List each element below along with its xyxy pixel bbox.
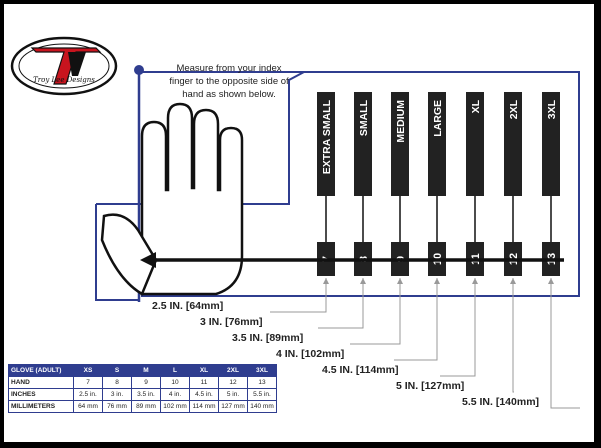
- table-cell: 8: [102, 376, 132, 389]
- measure-guide-dot: [134, 65, 144, 75]
- measure-label: 3 IN. [76mm]: [200, 316, 262, 328]
- size-columns: EXTRA SMALL7SMALL8MEDIUM9LARGE10XL112XL1…: [317, 92, 560, 276]
- table-cell: HAND: [8, 376, 74, 389]
- table-cell: 64 mm: [73, 400, 103, 413]
- size-chart-canvas: Troy Lee Designs EXTRA SMALL7SMALL8MEDIU…: [4, 4, 594, 442]
- table-cell: 3.5 in.: [131, 388, 161, 401]
- table-row: HAND 7 8 9 10 11 12 13: [8, 376, 277, 389]
- table-row: MILLIMETERS 64 mm 76 mm 89 mm 102 mm 114…: [8, 400, 277, 413]
- table-header-cell: XL: [189, 364, 219, 377]
- table-cell: 4 in.: [160, 388, 190, 401]
- logo-tld-mark: [30, 47, 102, 85]
- measure-leader-line: [394, 278, 438, 361]
- size-column: [317, 92, 335, 196]
- table-cell: 5.5 in.: [247, 388, 277, 401]
- table-cell: 7: [73, 376, 103, 389]
- measure-labels: 2.5 IN. [64mm] 3 IN. [76mm] 3.5 IN. [89mm]…: [152, 300, 539, 408]
- logo-tld-mark-b: [68, 52, 86, 76]
- table-cell: 13: [247, 376, 277, 389]
- measure-leader-arrow: [323, 278, 329, 284]
- logo: Troy Lee Designs: [10, 36, 118, 96]
- table-row: INCHES 2.5 in. 3 in. 3.5 in. 4 in. 4.5 i…: [8, 388, 277, 401]
- measure-leader-arrow: [510, 278, 516, 284]
- table-header-cell: 2XL: [218, 364, 248, 377]
- measure-leader-line: [270, 278, 327, 313]
- table-cell: 102 mm: [160, 400, 190, 413]
- table-header-cell: M: [131, 364, 161, 377]
- measure-leader-arrow: [548, 278, 554, 284]
- size-name-label: XL: [470, 99, 482, 113]
- measure-label: 5 IN. [127mm]: [396, 380, 464, 392]
- table-cell: 140 mm: [247, 400, 277, 413]
- size-column: [504, 92, 522, 196]
- table-cell: 127 mm: [218, 400, 248, 413]
- table-cell: 5 in.: [218, 388, 248, 401]
- size-column: [428, 92, 446, 196]
- measure-leader-arrow: [434, 278, 440, 284]
- table-cell: 9: [131, 376, 161, 389]
- measure-leader-line: [318, 278, 364, 329]
- measure-leader-lines: [270, 278, 580, 409]
- measure-label: 2.5 IN. [64mm]: [152, 300, 223, 312]
- table-header-cell: S: [102, 364, 132, 377]
- table-header-cell: GLOVE (ADULT): [8, 364, 74, 377]
- table-cell: 89 mm: [131, 400, 161, 413]
- measurement-arrow: [140, 252, 564, 268]
- measure-label: 4 IN. [102mm]: [276, 348, 344, 360]
- table-cell: INCHES: [8, 388, 74, 401]
- logo-script-text: Troy Lee Designs: [33, 76, 95, 84]
- table-cell: 4.5 in.: [189, 388, 219, 401]
- size-column: [466, 92, 484, 196]
- table-cell: 2.5 in.: [73, 388, 103, 401]
- size-table: GLOVE (ADULT) XS S M L XL 2XL 3XL HAND 7…: [8, 364, 277, 413]
- size-chart-graphic: Troy Lee Designs EXTRA SMALL7SMALL8MEDIU…: [10, 36, 580, 409]
- table-cell: 114 mm: [189, 400, 219, 413]
- table-cell: 12: [218, 376, 248, 389]
- size-name-label: 3XL: [546, 99, 558, 119]
- hand-fingers: [140, 102, 244, 296]
- size-name-label: LARGE: [432, 100, 444, 137]
- measure-leader-arrow: [360, 278, 366, 284]
- size-name-label: SMALL: [358, 99, 370, 136]
- table-cell: 11: [189, 376, 219, 389]
- table-header-cell: XS: [73, 364, 103, 377]
- size-column: [354, 92, 372, 196]
- measure-leader-arrow: [397, 278, 403, 284]
- hand-illustration: [100, 102, 244, 296]
- measure-leader-line: [512, 278, 514, 393]
- measure-leader-line: [350, 278, 401, 345]
- measure-label: 3.5 IN. [89mm]: [232, 332, 303, 344]
- size-column: [391, 92, 409, 196]
- size-name-label: 2XL: [508, 99, 520, 119]
- size-column: [542, 92, 560, 196]
- measurement-instruction: Measure from your index finger to the op…: [169, 63, 289, 100]
- table-cell: 10: [160, 376, 190, 389]
- measure-leader-line: [440, 278, 476, 377]
- hand-thumb: [100, 213, 158, 296]
- table-cell: MILLIMETERS: [8, 400, 74, 413]
- size-table-header-row: GLOVE (ADULT) XS S M L XL 2XL 3XL: [8, 364, 277, 377]
- table-header-cell: 3XL: [247, 364, 277, 377]
- table-header-cell: L: [160, 364, 190, 377]
- table-cell: 3 in.: [102, 388, 132, 401]
- measure-leader-line: [550, 278, 580, 409]
- measure-label: 4.5 IN. [114mm]: [322, 364, 398, 376]
- size-name-label: EXTRA SMALL: [321, 99, 333, 174]
- palm-box: [95, 204, 139, 301]
- size-name-label: MEDIUM: [395, 100, 407, 143]
- table-cell: 76 mm: [102, 400, 132, 413]
- measure-label: 5.5 IN. [140mm]: [462, 396, 539, 408]
- measure-leader-arrow: [472, 278, 478, 284]
